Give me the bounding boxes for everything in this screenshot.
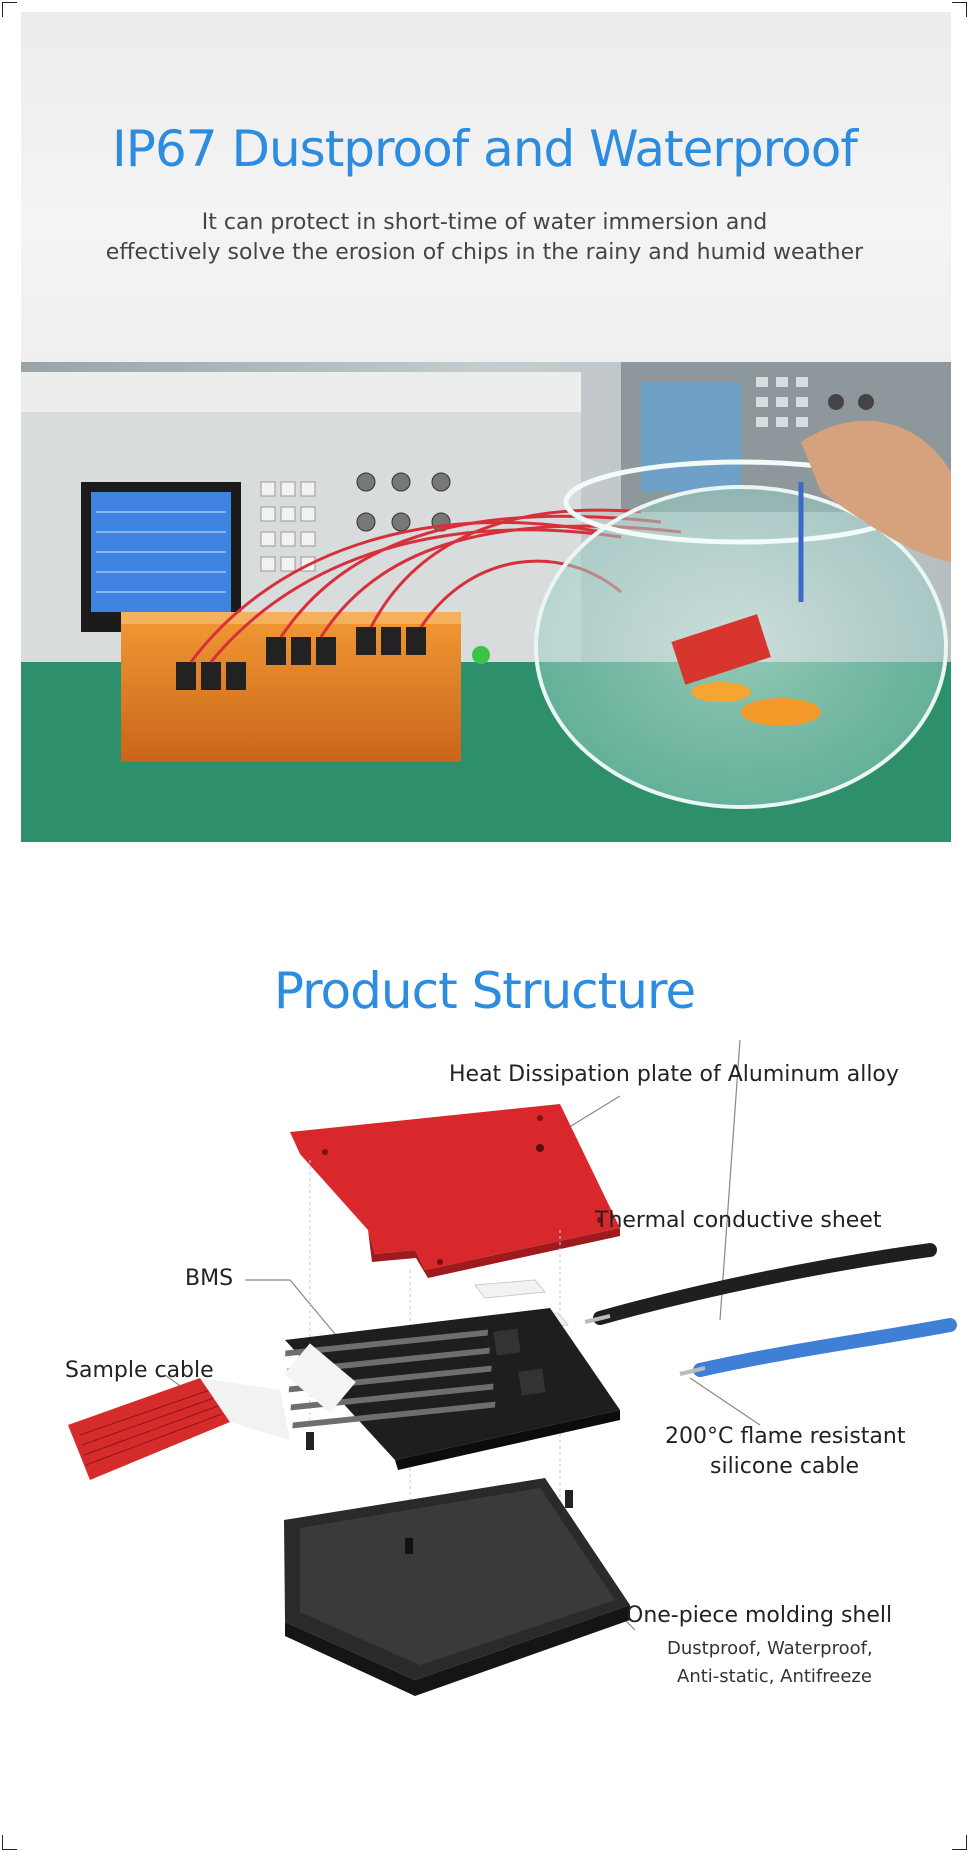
product-structure-title: Product Structure xyxy=(273,962,696,1020)
ip67-subtitle-line-2: effectively solve the erosion of chips i… xyxy=(105,240,864,265)
crop-mark-bottom-left xyxy=(2,1835,17,1850)
shell-note-line-1: Dustproof, Waterproof, xyxy=(667,1638,873,1659)
ip67-banner xyxy=(21,12,951,362)
bms-label: BMS xyxy=(185,1266,234,1291)
ip67-title: IP67 Dustproof and Waterproof xyxy=(112,120,858,178)
sample-cable-bundle xyxy=(68,1378,290,1480)
exploded-bms-diagram: Heat Dissipation plate of Aluminum alloy… xyxy=(0,1039,969,1740)
crop-mark-bottom-right xyxy=(952,1835,967,1850)
bms-board xyxy=(284,1308,620,1470)
molding-shell-label: One-piece molding shell xyxy=(626,1603,893,1628)
heat-dissipation-plate xyxy=(290,1104,620,1278)
shell-note-line-2: Anti-static, Antifreeze xyxy=(677,1666,872,1687)
thermal-sheet-label: Thermal conductive sheet xyxy=(595,1208,882,1233)
waterproof-test-photo xyxy=(21,362,951,842)
molding-shell xyxy=(284,1478,630,1696)
ip67-subtitle: It can protect in short-time of water im… xyxy=(0,208,969,268)
heat-plate-label: Heat Dissipation plate of Aluminum alloy xyxy=(449,1062,899,1087)
crop-mark-top-right xyxy=(952,2,967,17)
crop-mark-top-left xyxy=(2,2,17,17)
silicone-cable-label-line-2: silicone cable xyxy=(710,1454,860,1479)
ip67-subtitle-line-1: It can protect in short-time of water im… xyxy=(201,210,768,235)
sample-cable-label: Sample cable xyxy=(65,1358,214,1383)
silicone-cable-label-line-1: 200°C flame resistant xyxy=(665,1424,906,1449)
